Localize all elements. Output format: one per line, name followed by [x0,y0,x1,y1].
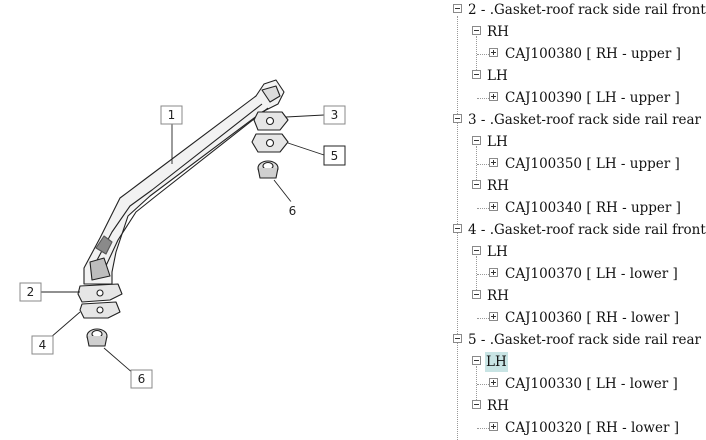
tree-connector [477,384,489,385]
tree-side-label: LH [487,134,508,150]
tree-part-label[interactable]: CAJ100320 [ RH - lower ] [505,420,679,436]
expand-icon[interactable] [489,202,498,211]
collapse-icon[interactable] [472,246,481,255]
callout-box-6-front: 6 [130,369,153,389]
collapse-icon[interactable] [472,136,481,145]
tree-group-5[interactable]: 5 - .Gasket-roof rack side rail rear [440,330,701,350]
parts-diagram: 1 2 3 4 5 6 6 [19,79,346,389]
expand-icon[interactable] [489,158,498,167]
tree-connector [476,146,477,186]
callout-label: 3 [331,108,339,122]
tree-group-label: 4 - .Gasket-roof rack side rail front [468,222,706,238]
tree-side-label: RH [487,398,509,414]
tree-part-label[interactable]: CAJ100340 [ RH - upper ] [505,200,681,216]
expand-icon[interactable] [489,422,498,431]
leader-lines [40,114,325,375]
tree-connector [477,318,489,319]
callout-box-2: 2 [19,282,42,302]
callout-box-6-rear: 6 [281,201,304,221]
tree-group-label: 2 - .Gasket-roof rack side rail front [468,2,706,18]
tree-side-label: LH [487,68,508,84]
tree-connector [476,366,477,406]
tree-group-2[interactable]: 2 - .Gasket-roof rack side rail front [440,0,706,20]
tree-side-label: RH [487,178,509,194]
callout-box-4: 4 [31,335,54,355]
tree-connector [477,54,489,55]
tree-connector [476,36,477,76]
expand-icon[interactable] [489,378,498,387]
tree-part-label[interactable]: CAJ100360 [ RH - lower ] [505,310,679,326]
collapse-icon[interactable] [453,224,462,233]
collapse-icon[interactable] [472,290,481,299]
callout-box-3: 3 [323,105,346,125]
collapse-icon[interactable] [453,4,462,13]
collapse-icon[interactable] [472,26,481,35]
callout-label: 5 [331,149,339,163]
tree-connector [477,164,489,165]
tree-connector [477,98,489,99]
tree-connector [476,256,477,296]
tree-part-label[interactable]: CAJ100350 [ LH - upper ] [505,156,680,172]
callout-box-1: 1 [160,105,183,125]
tree-group-4[interactable]: 4 - .Gasket-roof rack side rail front [440,220,706,240]
callout-label: 1 [168,108,176,122]
tree-side-label: RH [487,288,509,304]
parts-tree: 2 - .Gasket-roof rack side rail front RH… [440,0,706,440]
expand-icon[interactable] [489,268,498,277]
tree-side-label: LH [485,352,508,372]
tree-part-label[interactable]: CAJ100380 [ RH - upper ] [505,46,681,62]
expand-icon[interactable] [489,312,498,321]
tree-group-label: 3 - .Gasket-roof rack side rail rear [468,112,702,128]
tree-part-label[interactable]: CAJ100370 [ LH - lower ] [505,266,678,282]
callout-label: 4 [39,338,47,352]
expand-icon[interactable] [489,92,498,101]
collapse-icon[interactable] [472,400,481,409]
callout-box-5: 5 [323,145,346,166]
callout-label: 6 [138,372,146,386]
tree-connector [477,428,489,429]
collapse-icon[interactable] [453,334,462,343]
tree-group-3[interactable]: 3 - .Gasket-roof rack side rail rear [440,110,701,130]
tree-side-label: LH [487,244,508,260]
tree-connector [477,274,489,275]
collapse-icon[interactable] [472,356,481,365]
tree-group-label: 5 - .Gasket-roof rack side rail rear [468,332,702,348]
collapse-icon[interactable] [453,114,462,123]
expand-icon[interactable] [489,48,498,57]
tree-part-label[interactable]: CAJ100390 [ LH - upper ] [505,90,680,106]
tree-part-label[interactable]: CAJ100330 [ LH - lower ] [505,376,678,392]
tree-connector [477,208,489,209]
roof-rail-drawing [77,79,289,347]
callout-label: 2 [27,285,35,299]
tree-side-label: RH [487,24,509,40]
collapse-icon[interactable] [472,70,481,79]
collapse-icon[interactable] [472,180,481,189]
callout-label: 6 [289,204,297,218]
